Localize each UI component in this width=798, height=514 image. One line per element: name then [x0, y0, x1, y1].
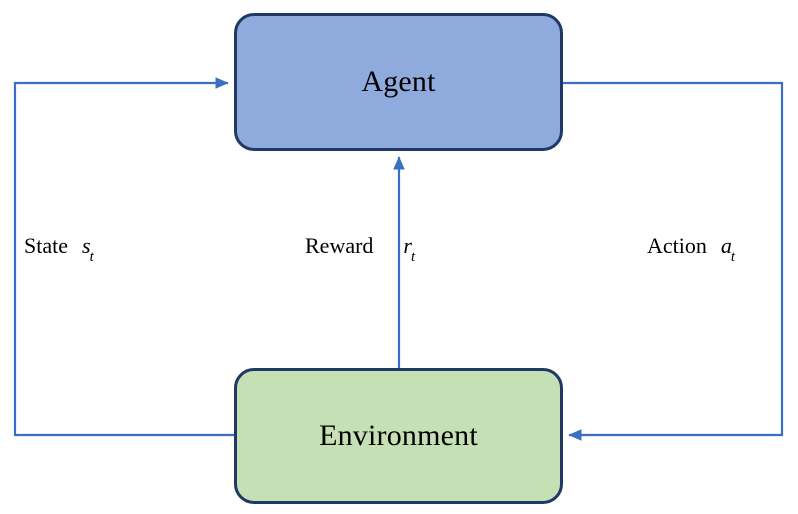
node-agent-label: Agent — [361, 65, 436, 98]
state-connector — [13, 77, 234, 437]
edge-label-action-word: Action — [647, 233, 707, 258]
edge-label-action-symbol: a — [720, 233, 732, 258]
edge-label-reward-subscript: t — [410, 249, 416, 266]
edge-label-reward-word: Reward — [305, 233, 374, 258]
edge-label-state-word: State — [24, 233, 68, 258]
edge-label-action-subscript: t — [730, 249, 736, 266]
edge-label-state-symbol: s — [82, 233, 91, 258]
action-connector — [563, 81, 784, 441]
edge-label-reward: Reward rt — [305, 233, 416, 266]
node-environment[interactable]: Environment — [234, 368, 563, 504]
node-agent[interactable]: Agent — [234, 13, 563, 151]
edge-label-reward-symbol: r — [403, 233, 412, 258]
node-environment-label: Environment — [319, 419, 478, 452]
edge-label-state-subscript: t — [89, 249, 94, 266]
